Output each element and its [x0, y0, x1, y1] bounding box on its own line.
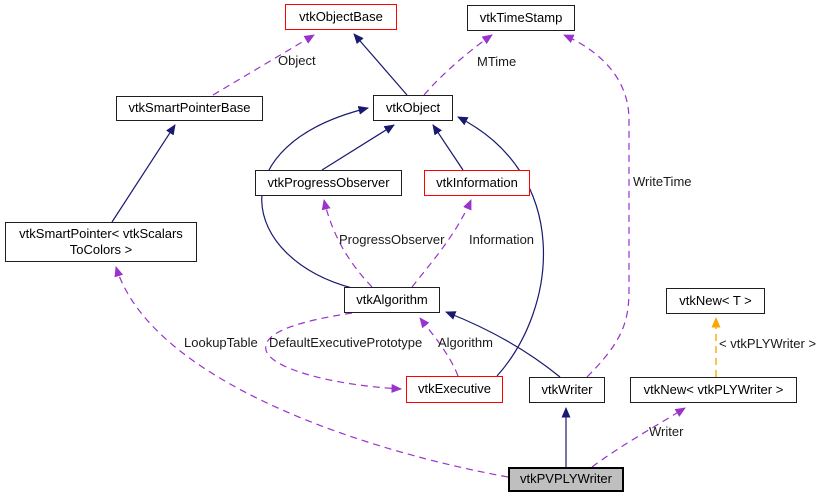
edge-writetime-usage [563, 34, 630, 378]
edge-label-defaultexecutiveprototype: DefaultExecutivePrototype [269, 335, 423, 350]
node-vtkprogressobserver[interactable]: vtkProgressObserver [255, 170, 402, 196]
edge-defaultexecutiveprototype-usage [265, 312, 402, 393]
edge-label-writetime: WriteTime [633, 174, 692, 189]
edge-label-writer: Writer [649, 424, 684, 439]
edge-label-algorithm: Algorithm [438, 335, 493, 350]
node-vtkpvplywriter: vtkPVPLYWriter [508, 467, 624, 492]
node-vtksmartpointer-vtkscalarstocolors[interactable]: vtkSmartPointer< vtkScalars ToColors > [5, 222, 197, 262]
edge-label-progressobserver: ProgressObserver [339, 232, 445, 247]
edge-vtkprogressobserver-to-vtkobject [321, 124, 395, 171]
edge-vtkwriter-to-vtkalgorithm [445, 311, 561, 378]
node-vtksmartpointerbase[interactable]: vtkSmartPointerBase [116, 96, 263, 121]
edge-lookuptable-usage [114, 266, 509, 478]
node-vtkobjectbase[interactable]: vtkObjectBase [285, 4, 397, 30]
edge-progressobserver-usage [321, 199, 373, 288]
node-vtkwriter[interactable]: vtkWriter [529, 377, 605, 403]
edge-information-usage [411, 199, 472, 288]
node-vtknew-vtkplywriter[interactable]: vtkNew< vtkPLYWriter > [630, 377, 797, 403]
edge-vtkexecutive-to-vtkobject [457, 116, 545, 377]
edge-object-usage [212, 34, 315, 96]
node-vtkobject[interactable]: vtkObject [373, 95, 453, 121]
node-vtkalgorithm[interactable]: vtkAlgorithm [344, 287, 440, 313]
edge-vtkinformation-to-vtkobject [432, 124, 464, 171]
node-vtkexecutive[interactable]: vtkExecutive [406, 376, 503, 403]
edge-vtksmartpointer-to-vtksmartpointerbase [111, 124, 176, 223]
node-vtktimestamp[interactable]: vtkTimeStamp [467, 5, 575, 31]
edge-label-object: Object [278, 53, 316, 68]
edge-label-lookuptable: LookupTable [184, 335, 258, 350]
edge-writer-usage [591, 407, 686, 468]
edge-algorithm-usage [419, 317, 459, 377]
edge-label-template-args: < vtkPLYWriter > [719, 336, 817, 351]
edge-vtkobject-to-vtkobjectbase [353, 33, 408, 96]
node-vtknew-t[interactable]: vtkNew< T > [666, 288, 765, 314]
edge-label-mtime: MTime [477, 54, 517, 69]
edge-label-information: Information [469, 232, 535, 247]
edge-vtkalgorithm-to-vtkobject [261, 105, 369, 289]
node-vtkinformation[interactable]: vtkInformation [424, 170, 530, 196]
